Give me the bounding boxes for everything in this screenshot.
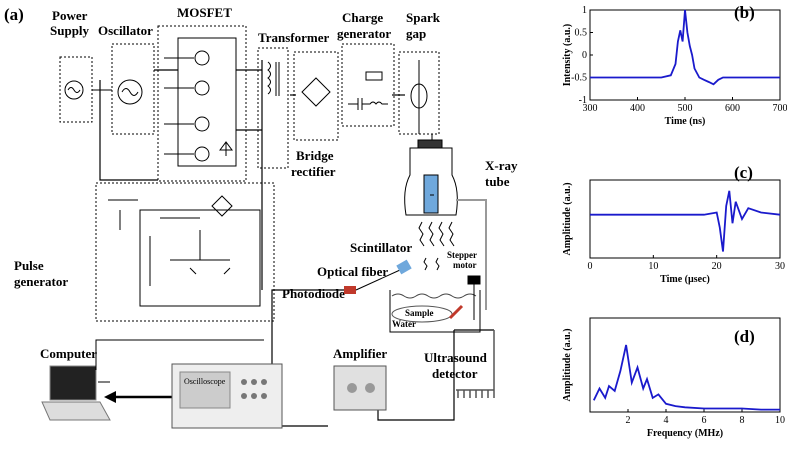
pulse-generator-label-2: generator xyxy=(14,274,68,289)
panel-b-label: (b) xyxy=(734,3,755,22)
computer xyxy=(41,365,111,421)
stepper-motor-label: Stepper xyxy=(447,250,477,260)
bridge-rectifier-block xyxy=(293,51,339,141)
xray-tube xyxy=(404,139,458,216)
water-tank xyxy=(389,275,481,333)
signal-wires xyxy=(261,289,494,427)
optical-fiber-label: Optical fiber xyxy=(317,264,388,279)
charge-generator-label: Charge xyxy=(342,10,383,25)
series-line xyxy=(590,9,780,86)
y-axis-label: Amplitiude (a.u.) xyxy=(562,182,573,255)
x-tick-label: 600 xyxy=(725,103,740,114)
plot-frame xyxy=(589,9,781,101)
x-tick-label: 10 xyxy=(648,261,658,272)
stepper-motor-label-2: motor xyxy=(453,260,477,270)
oscilloscope-label: Oscilloscope xyxy=(184,377,226,386)
main-wiring xyxy=(99,60,405,290)
transformer-label: Transformer xyxy=(258,30,329,45)
xray-tube-label-2: tube xyxy=(485,174,510,189)
ultrasound-detector-label: Ultrasound xyxy=(424,350,488,365)
series-line xyxy=(590,190,781,252)
wire xyxy=(95,339,264,370)
x-tick-label: 6 xyxy=(702,415,707,426)
x-tick-label: 500 xyxy=(678,103,693,114)
y-tick-label: 0 xyxy=(582,50,587,61)
arrow-to-computer xyxy=(104,391,172,403)
x-axis-label: Time (µsec) xyxy=(660,274,710,285)
ultrasound-detector xyxy=(456,330,495,398)
charge-generator-label-2: generator xyxy=(337,26,391,41)
amplifier xyxy=(333,365,387,411)
x-tick-label: 700 xyxy=(773,103,787,114)
panel-c-label: (c) xyxy=(734,163,753,182)
photodiode xyxy=(344,259,412,294)
oscilloscope xyxy=(171,363,283,429)
plot-frame xyxy=(589,317,781,413)
x-tick-label: 400 xyxy=(630,103,645,114)
x-tick-label: 8 xyxy=(740,415,745,426)
transformer-block xyxy=(257,47,289,169)
ultrasound-detector-label-2: detector xyxy=(432,366,478,381)
x-tick-label: 4 xyxy=(664,415,669,426)
panel-a-label: (a) xyxy=(4,5,24,24)
spark-gap-block xyxy=(398,51,440,135)
y-tick-label: 0.5 xyxy=(575,28,588,39)
y-axis-label: Intensity (a.u.) xyxy=(562,24,573,87)
pulse-generator-label: Pulse xyxy=(14,258,44,273)
x-tick-label: 0 xyxy=(588,261,593,272)
bridge-rectifier-label-2: rectifier xyxy=(291,164,336,179)
x-tick-label: 30 xyxy=(775,261,785,272)
oscillator-block xyxy=(111,43,155,135)
power-supply-label: Power xyxy=(52,8,88,23)
panel-d-label: (d) xyxy=(734,327,755,346)
mosfet-label: MOSFET xyxy=(177,5,232,20)
power-supply-block xyxy=(59,56,93,123)
y-tick-label: 1 xyxy=(582,5,587,16)
sample-label: Sample xyxy=(405,308,434,318)
power-supply-label-2: Supply xyxy=(50,23,90,38)
spark-gap-label-2: gap xyxy=(406,26,426,41)
x-axis-label: Frequency (MHz) xyxy=(647,428,723,439)
x-tick-label: 10 xyxy=(775,415,785,426)
x-tick-label: 2 xyxy=(626,415,631,426)
x-axis-label: Time (ns) xyxy=(665,116,706,127)
xray-tube-label: X-ray xyxy=(485,158,518,173)
water-label: Water xyxy=(392,319,416,329)
y-axis-label: Amplitiude (a.u.) xyxy=(562,328,573,401)
mosfet-block xyxy=(157,25,247,182)
x-tick-label: 20 xyxy=(712,261,722,272)
computer-label: Computer xyxy=(40,346,97,361)
xray-beams xyxy=(418,221,455,271)
series-line xyxy=(592,344,780,411)
y-tick-label: -0.5 xyxy=(571,73,587,84)
charge-generator-block xyxy=(341,43,395,127)
bridge-rectifier-label: Bridge xyxy=(296,148,334,163)
scintillator-label: Scintillator xyxy=(350,240,412,255)
oscillator-label: Oscillator xyxy=(98,23,153,38)
pulse-generator-block xyxy=(95,182,275,322)
amplifier-label: Amplifier xyxy=(333,346,387,361)
photodiode-label: Photodiode xyxy=(282,286,345,301)
x-tick-label: 300 xyxy=(583,103,598,114)
stand xyxy=(456,199,487,310)
plot-frame xyxy=(589,179,781,259)
spark-gap-label: Spark xyxy=(406,10,441,25)
y-tick-label: -1 xyxy=(579,95,587,106)
